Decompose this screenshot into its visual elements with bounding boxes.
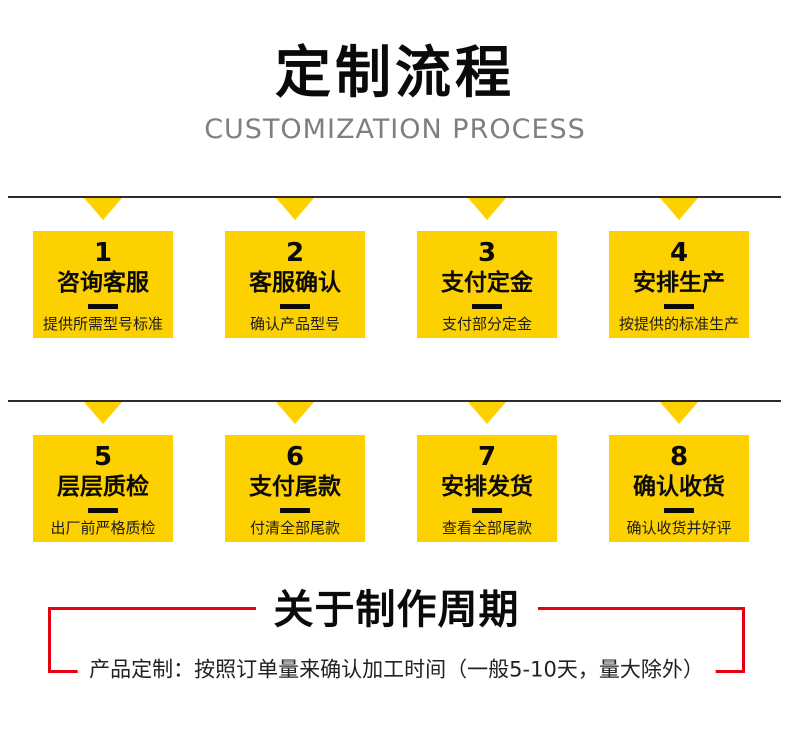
- arrow-down-icon: [468, 402, 506, 424]
- step-title: 客服确认: [249, 269, 341, 296]
- step-title: 安排生产: [633, 269, 725, 296]
- step-divider: [88, 304, 118, 310]
- page-subtitle: CUSTOMIZATION PROCESS: [204, 114, 586, 145]
- arrow-down-icon: [660, 198, 698, 220]
- step-4: 4 安排生产 按提供的标准生产: [609, 196, 749, 338]
- step-title: 层层质检: [57, 473, 149, 500]
- step-3: 3 支付定金 支付部分定金: [417, 196, 557, 338]
- step-divider: [664, 304, 694, 310]
- step-number: 5: [93, 442, 113, 472]
- production-period-box: 关于制作周期 产品定制：按照订单量来确认加工时间（一般5-10天，量大除外）: [48, 587, 745, 684]
- step-card: 7 安排发货 查看全部尾款: [417, 435, 557, 542]
- divider-line: [8, 400, 781, 402]
- step-description: 付清全部尾款: [249, 519, 340, 538]
- arrow-down-icon: [84, 402, 122, 424]
- step-description: 提供所需型号标准: [42, 315, 163, 334]
- step-title: 支付定金: [441, 269, 533, 296]
- step-card: 6 支付尾款 付清全部尾款: [225, 435, 365, 542]
- step-card: 3 支付定金 支付部分定金: [417, 231, 557, 338]
- step-card: 1 咨询客服 提供所需型号标准: [33, 231, 173, 338]
- step-divider: [88, 508, 118, 514]
- arrow-down-icon: [468, 198, 506, 220]
- step-title: 安排发货: [441, 473, 533, 500]
- step-card: 5 层层质检 出厂前严格质检: [33, 435, 173, 542]
- step-description: 确认产品型号: [249, 315, 340, 334]
- arrow-down-icon: [84, 198, 122, 220]
- step-8: 8 确认收货 确认收货并好评: [609, 400, 749, 542]
- step-divider: [280, 508, 310, 514]
- step-2: 2 客服确认 确认产品型号: [225, 196, 365, 338]
- step-divider: [664, 508, 694, 514]
- step-1: 1 咨询客服 提供所需型号标准: [33, 196, 173, 338]
- divider-line: [8, 196, 781, 198]
- steps-grid-row-2: 5 层层质检 出厂前严格质检 6 支付尾款 付清全部尾款 7: [33, 400, 749, 542]
- step-5: 5 层层质检 出厂前严格质检: [33, 400, 173, 542]
- step-description: 出厂前严格质检: [50, 519, 156, 538]
- process-row-2: 5 层层质检 出厂前严格质检 6 支付尾款 付清全部尾款 7: [0, 400, 790, 542]
- step-divider: [472, 304, 502, 310]
- step-number: 1: [93, 238, 113, 268]
- page-title: 定制流程: [275, 41, 515, 106]
- process-row-1: 1 咨询客服 提供所需型号标准 2 客服确认 确认产品型号 3: [0, 196, 790, 338]
- step-title: 支付尾款: [249, 473, 341, 500]
- step-title: 咨询客服: [57, 269, 149, 296]
- step-number: 8: [669, 442, 689, 472]
- production-period-title: 关于制作周期: [255, 587, 538, 633]
- arrow-down-icon: [276, 198, 314, 220]
- step-7: 7 安排发货 查看全部尾款: [417, 400, 557, 542]
- production-period-note: 产品定制：按照订单量来确认加工时间（一般5-10天，量大除外）: [77, 656, 716, 684]
- step-6: 6 支付尾款 付清全部尾款: [225, 400, 365, 542]
- step-title: 确认收货: [633, 473, 725, 500]
- step-card: 2 客服确认 确认产品型号: [225, 231, 365, 338]
- step-number: 4: [669, 238, 689, 268]
- step-description: 查看全部尾款: [441, 519, 532, 538]
- step-divider: [472, 508, 502, 514]
- step-description: 支付部分定金: [441, 315, 532, 334]
- step-description: 按提供的标准生产: [618, 315, 739, 334]
- arrow-down-icon: [276, 402, 314, 424]
- step-number: 2: [285, 238, 305, 268]
- step-description: 确认收货并好评: [626, 519, 732, 538]
- step-card: 4 安排生产 按提供的标准生产: [609, 231, 749, 338]
- step-divider: [280, 304, 310, 310]
- arrow-down-icon: [660, 402, 698, 424]
- step-number: 7: [477, 442, 497, 472]
- step-number: 6: [285, 442, 305, 472]
- step-number: 3: [477, 238, 497, 268]
- step-card: 8 确认收货 确认收货并好评: [609, 435, 749, 542]
- steps-grid-row-1: 1 咨询客服 提供所需型号标准 2 客服确认 确认产品型号 3: [33, 196, 749, 338]
